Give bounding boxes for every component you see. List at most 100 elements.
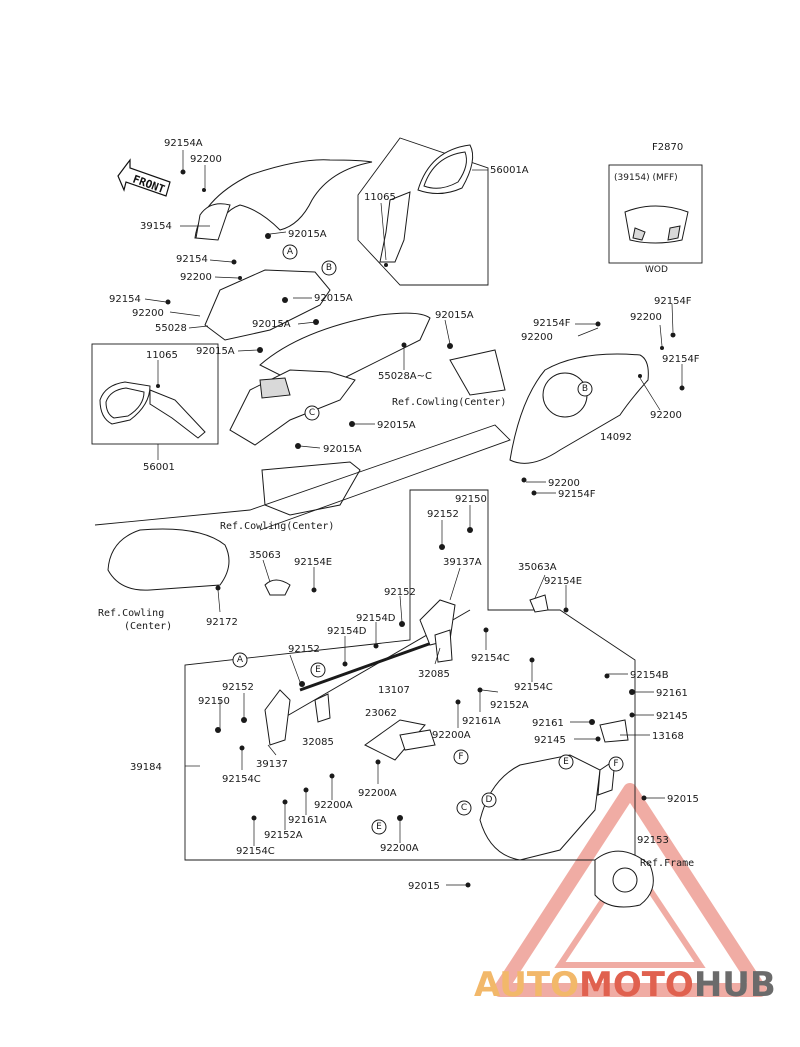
svg-text:92150: 92150 — [198, 696, 230, 707]
svg-text:39154: 39154 — [140, 221, 172, 232]
svg-text:32085: 32085 — [302, 737, 334, 748]
svg-text:A: A — [237, 655, 244, 665]
svg-text:92154D: 92154D — [327, 626, 367, 637]
svg-text:92154B: 92154B — [630, 670, 669, 681]
ref-labels: Ref.Cowling(Center) Ref.Cowling(Center) … — [98, 397, 694, 869]
svg-text:35063: 35063 — [249, 550, 281, 561]
svg-text:92200A: 92200A — [358, 788, 397, 799]
ref-cowling-center-2: Ref.Cowling(Center) — [220, 521, 334, 532]
svg-text:92015A: 92015A — [252, 319, 291, 330]
svg-text:92015A: 92015A — [314, 293, 353, 304]
brackets — [264, 579, 629, 761]
upper-cowl — [204, 269, 431, 446]
svg-text:E: E — [376, 822, 382, 832]
ref-cowling-b: (Center) — [124, 621, 172, 632]
main-stay — [479, 754, 654, 908]
leader-lines — [144, 150, 683, 886]
svg-text:92161A: 92161A — [288, 815, 327, 826]
ref-cowling-a: Ref.Cowling — [98, 608, 164, 619]
svg-text:92152: 92152 — [288, 644, 320, 655]
svg-text:92154E: 92154E — [544, 576, 582, 587]
svg-text:92154: 92154 — [109, 294, 141, 305]
svg-text:92154C: 92154C — [471, 653, 510, 664]
svg-text:A: A — [287, 247, 294, 257]
svg-text:92153: 92153 — [637, 835, 669, 846]
svg-text:92200: 92200 — [548, 478, 580, 489]
svg-text:39137A: 39137A — [443, 557, 482, 568]
svg-text:11065: 11065 — [146, 350, 178, 361]
svg-text:E: E — [315, 665, 321, 675]
rod — [299, 638, 441, 692]
svg-text:92154: 92154 — [176, 254, 208, 265]
diagram-code: F2870 — [652, 142, 683, 153]
inset-windshield-box: (39154) (MFF) WOD — [608, 164, 703, 275]
part-labels: 92154A 92200 39154 92015A 92154 92200 92… — [109, 138, 700, 892]
svg-text:B: B — [582, 384, 588, 394]
svg-text:55028A~C: 55028A~C — [378, 371, 432, 382]
svg-text:92172: 92172 — [206, 617, 238, 628]
svg-text:C: C — [309, 408, 315, 418]
svg-text:23062: 23062 — [365, 708, 397, 719]
svg-text:92200: 92200 — [630, 312, 662, 323]
svg-text:13107: 13107 — [378, 685, 410, 696]
svg-text:92015A: 92015A — [323, 444, 362, 455]
svg-text:E: E — [563, 757, 569, 767]
svg-text:92015: 92015 — [408, 881, 440, 892]
svg-text:92154F: 92154F — [662, 354, 700, 365]
svg-text:92200: 92200 — [521, 332, 553, 343]
mirror-left — [91, 343, 219, 445]
svg-text:92154C: 92154C — [514, 682, 553, 693]
svg-text:92015A: 92015A — [435, 310, 474, 321]
svg-text:92200A: 92200A — [380, 843, 419, 854]
watermark-triangle — [493, 783, 767, 997]
svg-text:92161A: 92161A — [462, 716, 501, 727]
svg-text:C: C — [461, 803, 467, 813]
ref-cowling-center-1: Ref.Cowling(Center) — [392, 397, 506, 408]
cowling-left — [94, 424, 511, 591]
svg-text:56001: 56001 — [143, 462, 175, 473]
svg-text:32085: 32085 — [418, 669, 450, 680]
callout-circles: A B C B A E F E F C D E — [232, 244, 624, 835]
svg-text:35063A: 35063A — [518, 562, 557, 573]
svg-text:92200A: 92200A — [314, 800, 353, 811]
svg-text:92152: 92152 — [427, 509, 459, 520]
front-arrow: FRONT — [117, 158, 171, 197]
svg-text:14092: 14092 — [600, 432, 632, 443]
svg-text:55028: 55028 — [155, 323, 187, 334]
windshield — [194, 159, 373, 241]
svg-text:92152: 92152 — [222, 682, 254, 693]
svg-text:92200: 92200 — [132, 308, 164, 319]
svg-text:13168: 13168 — [652, 731, 684, 742]
svg-text:92154E: 92154E — [294, 557, 332, 568]
svg-text:39184: 39184 — [130, 762, 162, 773]
svg-text:B: B — [326, 263, 332, 273]
svg-text:92154C: 92154C — [222, 774, 261, 785]
svg-text:92145: 92145 — [534, 735, 566, 746]
svg-text:92200A: 92200A — [432, 730, 471, 741]
svg-text:11065: 11065 — [364, 192, 396, 203]
svg-text:92154F: 92154F — [533, 318, 571, 329]
mirror-right — [357, 137, 489, 286]
svg-text:92015A: 92015A — [288, 229, 327, 240]
svg-text:92152A: 92152A — [264, 830, 303, 841]
svg-text:92200: 92200 — [190, 154, 222, 165]
svg-text:92145: 92145 — [656, 711, 688, 722]
svg-text:39137: 39137 — [256, 759, 288, 770]
svg-text:92154F: 92154F — [654, 296, 692, 307]
svg-text:92015A: 92015A — [196, 346, 235, 357]
svg-text:92200: 92200 — [180, 272, 212, 283]
svg-text:92154C: 92154C — [236, 846, 275, 857]
svg-text:92161: 92161 — [656, 688, 688, 699]
svg-text:92154A: 92154A — [164, 138, 203, 149]
inset-footer: WOD — [645, 265, 668, 275]
side-panel-right — [449, 349, 649, 464]
ref-frame: Ref.Frame — [640, 858, 694, 869]
svg-text:92015A: 92015A — [377, 420, 416, 431]
svg-text:56001A: 56001A — [490, 165, 529, 176]
bracket-box — [184, 489, 636, 861]
svg-text:92200: 92200 — [650, 410, 682, 421]
screws — [156, 169, 685, 888]
svg-text:92154F: 92154F — [558, 489, 596, 500]
watermark-text: AUTOMOTOHUB — [474, 965, 776, 1005]
